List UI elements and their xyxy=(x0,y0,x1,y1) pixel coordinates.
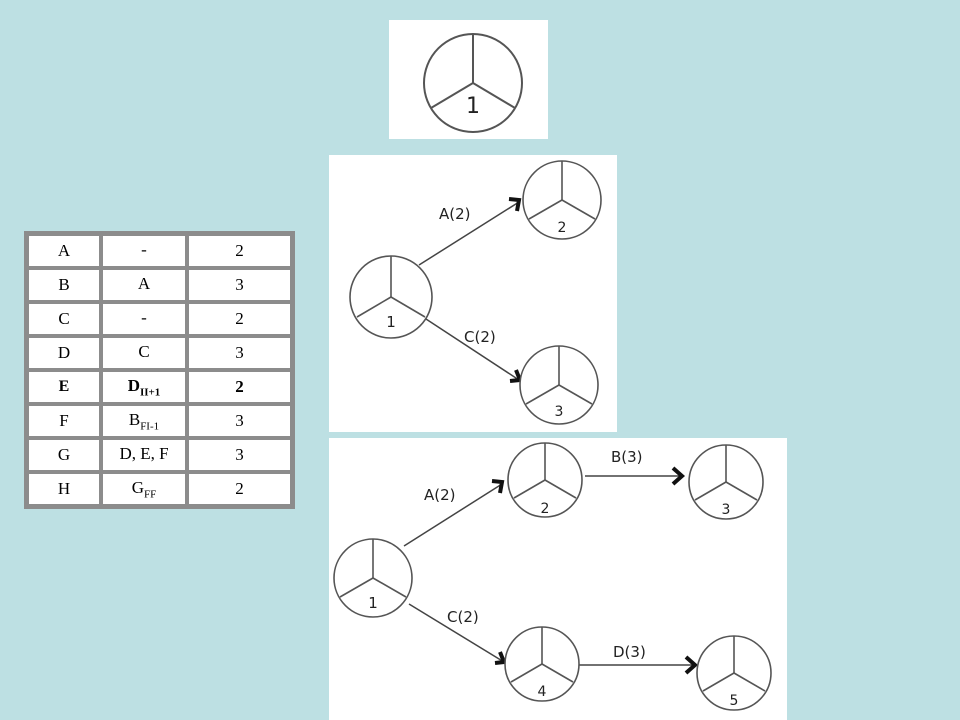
node-number: 3 xyxy=(722,502,731,518)
edge-label: B(3) xyxy=(611,448,643,466)
activity-cell: E xyxy=(27,370,101,404)
duration-cell: 2 xyxy=(187,234,292,268)
activity-cell: F xyxy=(27,404,101,438)
edge-label: A(2) xyxy=(424,486,456,504)
node-number: 3 xyxy=(555,404,564,420)
node-number: 4 xyxy=(538,684,547,700)
activity-cell: D xyxy=(27,336,101,370)
activity-cell: H xyxy=(27,472,101,506)
predecessor-cell: DII+1 xyxy=(101,370,187,404)
duration-cell: 2 xyxy=(187,472,292,506)
duration-cell: 2 xyxy=(187,370,292,404)
activity-cell: C xyxy=(27,302,101,336)
node-3: 3 xyxy=(519,345,599,425)
edge-c: C(2) xyxy=(408,603,507,665)
network-diagram-step-1: A(2) C(2) 1 2 3 xyxy=(329,155,617,432)
edge-label: A(2) xyxy=(439,205,471,223)
network-diagram-step-2: A(2) B(3) C(2) D(3) 1 xyxy=(329,438,787,720)
table-row: B A 3 xyxy=(27,268,292,302)
edge-d: D(3) xyxy=(579,643,699,675)
table-row: A - 2 xyxy=(27,234,292,268)
table-row: E DII+1 2 xyxy=(27,370,292,404)
activity-cell: B xyxy=(27,268,101,302)
edge-label: D(3) xyxy=(613,643,646,661)
edge-c: C(2) xyxy=(425,318,523,383)
node-1: 1 xyxy=(349,255,433,339)
arrow-head-icon xyxy=(491,479,505,494)
predecessor-cell: C xyxy=(101,336,187,370)
node-5: 5 xyxy=(696,635,772,711)
network-svg: A(2) C(2) 1 2 3 xyxy=(349,160,602,425)
table-row: H GFF 2 xyxy=(27,472,292,506)
arrow-head-icon xyxy=(671,466,686,486)
duration-cell: 2 xyxy=(187,302,292,336)
edge-label: C(2) xyxy=(464,328,496,346)
table-row: D C 3 xyxy=(27,336,292,370)
duration-cell: 3 xyxy=(187,404,292,438)
node-number: 1 xyxy=(466,94,480,119)
predecessor-cell: BFI-1 xyxy=(101,404,187,438)
table-row: C - 2 xyxy=(27,302,292,336)
network-svg: A(2) B(3) C(2) D(3) 1 xyxy=(333,442,772,711)
table-row: G D, E, F 3 xyxy=(27,438,292,472)
node-3: 4 xyxy=(504,626,580,702)
edge-b: B(3) xyxy=(585,448,686,486)
predecessor-cell: - xyxy=(101,302,187,336)
node-number: 2 xyxy=(541,501,550,517)
node-2: 2 xyxy=(507,442,583,518)
arrow-head-icon xyxy=(494,651,507,665)
predecessor-cell: - xyxy=(101,234,187,268)
activity-cell: G xyxy=(27,438,101,472)
top-node-panel: 1 xyxy=(389,20,548,139)
edge-a: A(2) xyxy=(403,479,505,547)
predecessor-cell: GFF xyxy=(101,472,187,506)
node-number: 2 xyxy=(558,220,567,236)
activity-cell: A xyxy=(27,234,101,268)
arrow-head-icon xyxy=(508,197,522,212)
activity-table: A - 2 B A 3 C - 2 D C 3 E DII+1 2 F BFI-… xyxy=(24,231,295,509)
duration-cell: 3 xyxy=(187,438,292,472)
predecessor-cell: A xyxy=(101,268,187,302)
node-1: 1 xyxy=(333,538,413,618)
node-2: 2 xyxy=(522,160,602,240)
top-node-diagram: 1 xyxy=(423,33,523,133)
arrow-head-icon xyxy=(684,655,699,675)
edge-a: A(2) xyxy=(418,197,522,266)
duration-cell: 3 xyxy=(187,268,292,302)
edge-label: C(2) xyxy=(447,608,479,626)
table-row: F BFI-1 3 xyxy=(27,404,292,438)
node-number: 1 xyxy=(368,594,378,612)
node-1: 1 xyxy=(423,33,523,133)
node-4: 3 xyxy=(688,444,764,520)
duration-cell: 3 xyxy=(187,336,292,370)
node-number: 1 xyxy=(386,313,396,331)
predecessor-cell: D, E, F xyxy=(101,438,187,472)
node-number: 5 xyxy=(730,693,739,709)
